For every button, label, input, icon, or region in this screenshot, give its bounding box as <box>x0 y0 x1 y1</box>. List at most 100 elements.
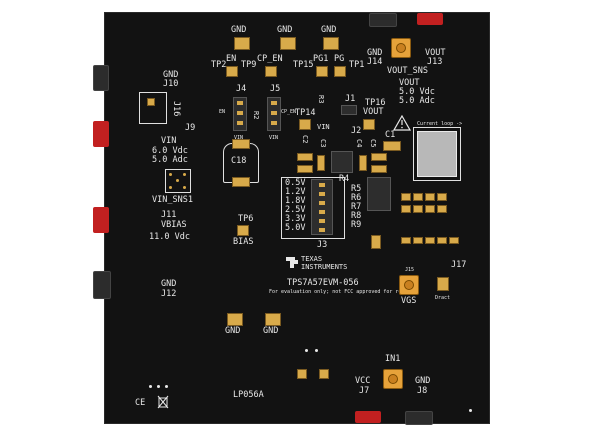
r9-label: R9 <box>351 220 362 230</box>
j5-cp-en-label: CP_EN <box>281 109 297 115</box>
evm-board: GND GND GND TP2 EN TP9 CP_EN TP15 PG1 PG… <box>93 12 490 425</box>
gnd-j8-label: GND <box>415 376 431 386</box>
gnd-test-pad-bottom-1[interactable] <box>227 313 243 326</box>
select-1-8v: 1.8V <box>285 196 306 206</box>
select-1-2v: 1.2V <box>285 187 306 197</box>
dract-test-pad[interactable] <box>437 277 449 291</box>
vout-tp16-label: VOUT <box>363 107 384 117</box>
j4-en-label: EN <box>219 109 226 115</box>
vin-sns-connector[interactable] <box>165 169 191 193</box>
vin-tp14-label: VIN <box>317 123 330 131</box>
r3-label: R3 <box>317 95 325 104</box>
vin-sns1-label: VIN_SNS1 <box>152 195 193 205</box>
tps7a57-regulator-ic <box>331 151 353 173</box>
gnd-test-pad-top-1[interactable] <box>234 37 250 50</box>
gnd-j8-black-terminal[interactable] <box>405 411 433 425</box>
tp16-test-pad[interactable] <box>363 119 375 130</box>
voltage-select-outline <box>281 177 345 239</box>
vout-red-terminal[interactable] <box>417 13 443 25</box>
bias-test-pad[interactable] <box>237 225 249 236</box>
current-loop-label: Current loop -> <box>417 121 463 127</box>
tp2-label: TP2 <box>211 60 227 70</box>
in1-potentiometer[interactable] <box>383 369 403 389</box>
j3-label: J3 <box>317 240 328 250</box>
j16-connector[interactable] <box>139 92 167 124</box>
vbias-label: VBIAS <box>161 220 187 230</box>
j8-label: J8 <box>417 386 428 396</box>
gnd-j12-black-terminal[interactable] <box>93 271 111 299</box>
pg-test-pad[interactable] <box>334 66 346 77</box>
c4-label: C4 <box>355 139 363 148</box>
gnd-test-pad-top-2[interactable] <box>280 37 296 50</box>
vcc-label: VCC <box>355 376 371 386</box>
vbias-spec: 11.0 Vdc <box>149 232 190 242</box>
j10-label: J10 <box>163 79 179 89</box>
tp16-label: TP16 <box>365 98 386 108</box>
vcc-red-terminal[interactable] <box>355 411 381 423</box>
tp15-label: TP15 <box>293 60 314 70</box>
gnd-j14-label: GND <box>367 48 383 58</box>
tp14-label: TP14 <box>295 108 316 118</box>
vgs-potentiometer[interactable] <box>399 275 419 295</box>
r2-label: R2 <box>252 111 260 120</box>
bias-label: BIAS <box>233 237 254 247</box>
j3-dip-switch[interactable] <box>311 179 333 235</box>
j4-vin-label: VIN <box>234 135 244 141</box>
j5-label: J5 <box>270 84 281 94</box>
en-test-pad[interactable] <box>226 66 238 77</box>
vout-sns-black-terminal[interactable] <box>369 13 397 27</box>
cp-en-test-pad[interactable] <box>265 66 277 77</box>
gnd-pad1-label: GND <box>225 326 241 336</box>
mosfet-heatsink <box>417 131 457 177</box>
c5-label: C5 <box>369 139 377 148</box>
j14-label: J14 <box>367 57 383 67</box>
select-0-5v: 0.5V <box>285 178 306 188</box>
pg1-label: PG1 <box>313 54 329 64</box>
tp1-label: TP1 <box>349 60 365 70</box>
gnd-j10-black-terminal[interactable] <box>93 65 109 91</box>
j13-label: J13 <box>427 57 443 67</box>
gnd-test-pad-bottom-2[interactable] <box>265 313 281 326</box>
r7-label: R7 <box>351 202 362 212</box>
en-label: EN <box>226 54 237 64</box>
ce-mark-icon: CE <box>135 398 146 408</box>
vgs-label: VGS <box>401 296 417 306</box>
vin-spec-voltage: 6.0 Vdc <box>152 146 188 156</box>
tp6-label: TP6 <box>238 214 254 224</box>
j4-label: J4 <box>236 84 247 94</box>
j15-label: J15 <box>405 267 415 273</box>
vout-label: VOUT <box>425 48 446 58</box>
j11-label: J11 <box>161 210 177 220</box>
resistor-array <box>367 177 391 211</box>
gnd-test-pad-top-3[interactable] <box>323 37 339 50</box>
j17-label: J17 <box>451 260 467 270</box>
pg1-test-pad[interactable] <box>316 66 328 77</box>
gnd-label-top-2: GND <box>277 25 293 35</box>
brand-instruments: INSTRUMENTS <box>301 263 348 271</box>
gnd-label-top-1: GND <box>231 25 247 35</box>
j5-vin-label: VIN <box>269 135 279 141</box>
r6-label: R6 <box>351 193 362 203</box>
vin-spec-current: 5.0 Adc <box>152 155 188 165</box>
vout-spec-current: 5.0 Adc <box>399 96 435 106</box>
cp-en-label: CP_EN <box>257 54 283 64</box>
vin-label: VIN <box>161 136 177 146</box>
c1-pads <box>383 141 401 151</box>
tp14-test-pad[interactable] <box>299 119 311 130</box>
c18-label: C18 <box>231 156 247 166</box>
in1-label: IN1 <box>385 354 401 364</box>
c1-label: C1 <box>385 130 396 140</box>
gnd-j10-label: GND <box>163 70 179 80</box>
vout-potentiometer[interactable] <box>391 38 411 58</box>
dract-label: Dract <box>435 295 451 301</box>
j1-jumper[interactable] <box>341 105 357 115</box>
j2-label: J2 <box>351 126 362 136</box>
vbias-red-terminal[interactable] <box>93 207 109 233</box>
weee-bin-icon <box>157 395 169 409</box>
r4-label: R4 <box>339 174 350 184</box>
ti-logo-icon <box>286 257 298 268</box>
board-name: TPS7A57EVM-056 <box>287 278 359 288</box>
tp9-label: TP9 <box>241 60 257 70</box>
select-2-5v: 2.5V <box>285 205 306 215</box>
vin-red-terminal[interactable] <box>93 121 109 147</box>
